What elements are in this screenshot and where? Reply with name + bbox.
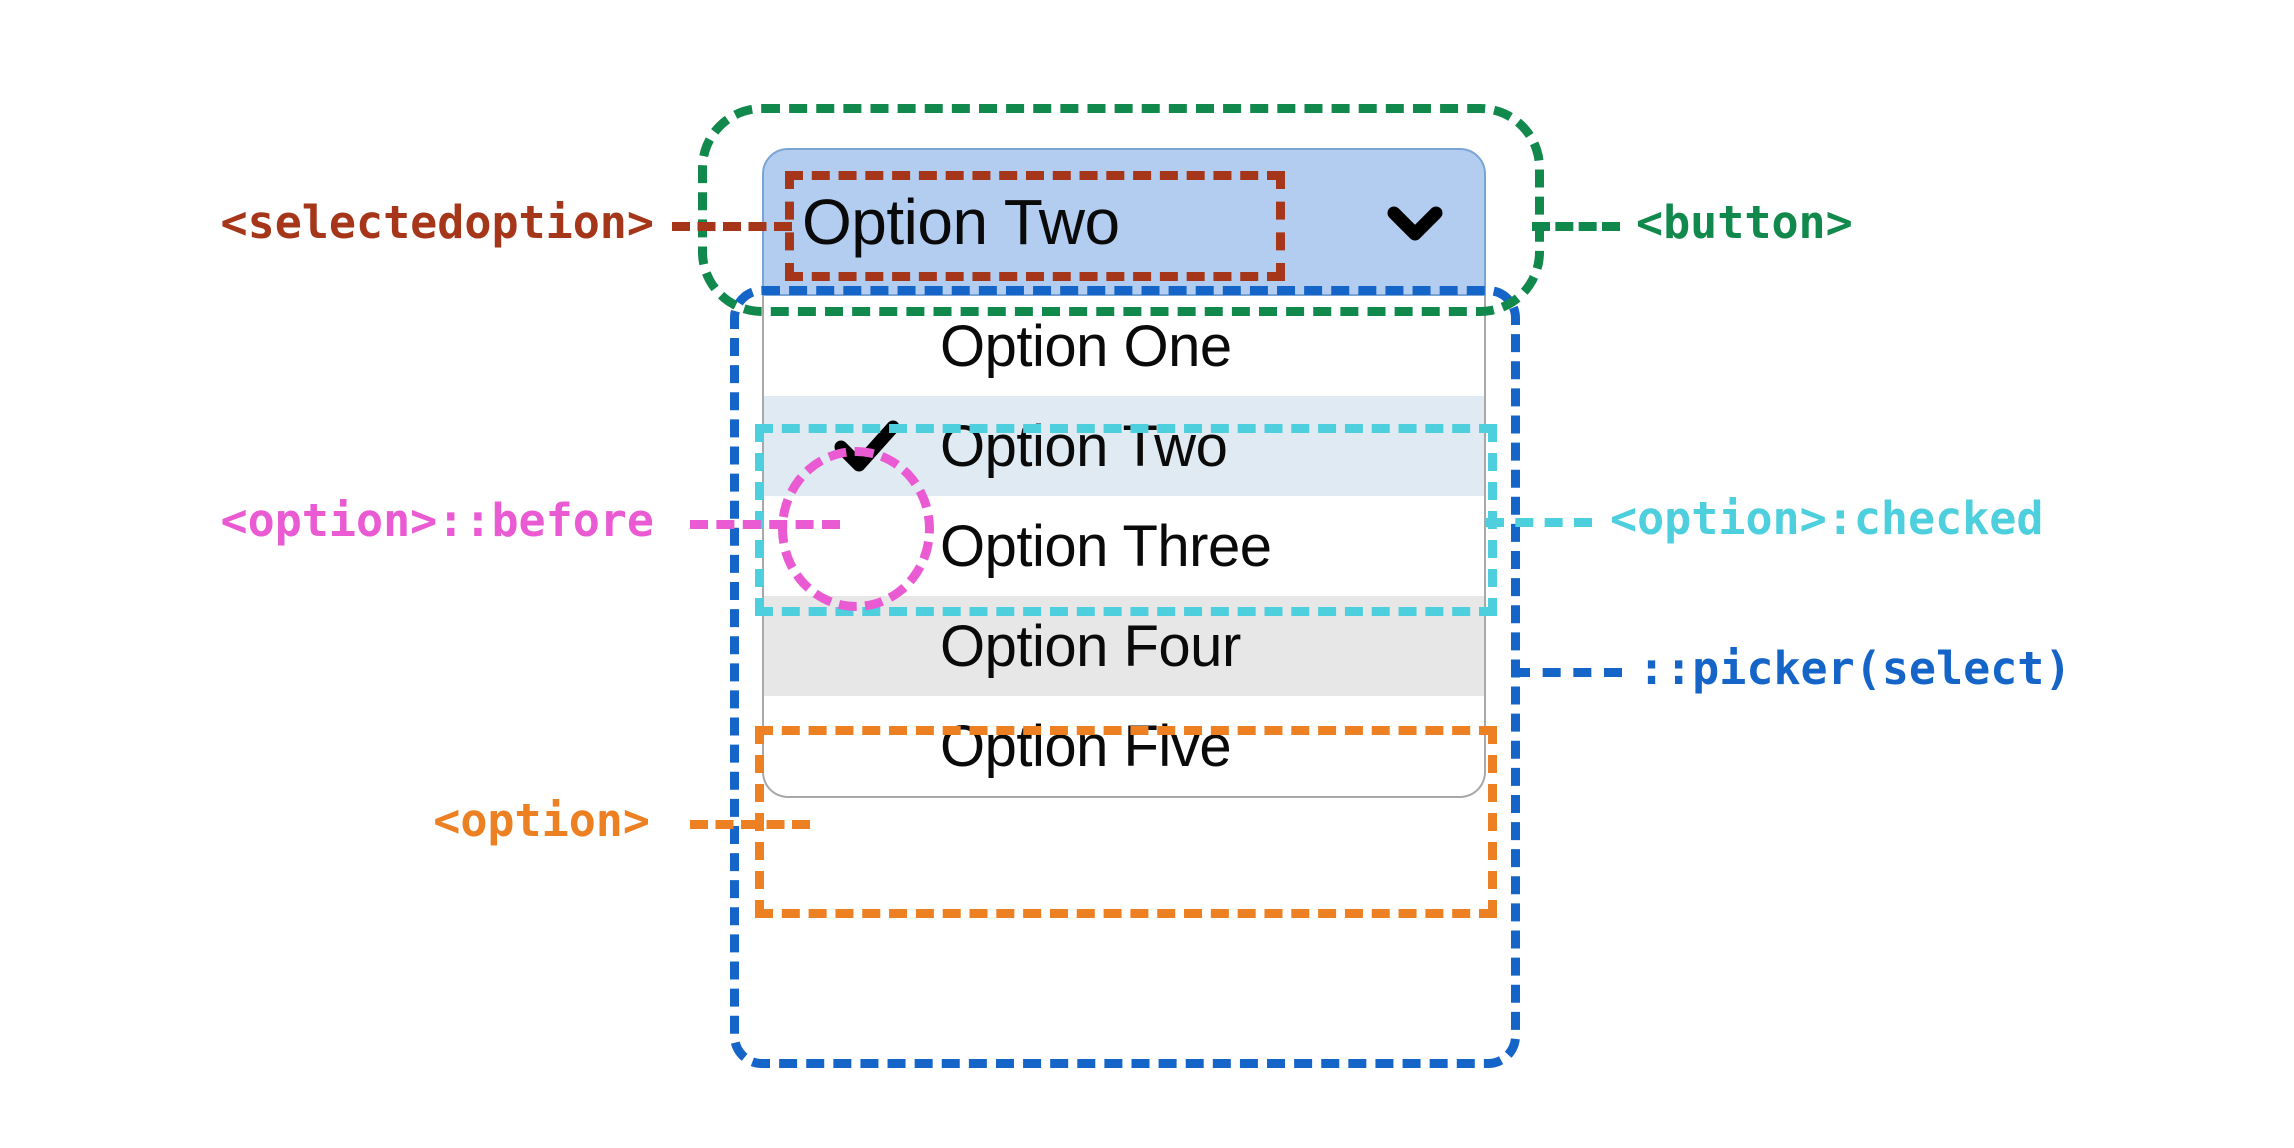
list-item-label: Option One [940, 313, 1232, 379]
selected-option-label: Option Two [802, 186, 1120, 258]
list-item[interactable]: Option Five [764, 696, 1484, 796]
annotation-button: <button> [1636, 196, 1853, 249]
list-item-label: Option Two [940, 413, 1228, 479]
annotation-option-checked: <option>:checked [1610, 492, 2044, 545]
list-item-label: Option Five [940, 713, 1232, 779]
list-item-label: Option Three [940, 513, 1272, 579]
chevron-down-icon [1380, 187, 1450, 257]
annotation-option: <option> [433, 794, 650, 847]
list-item-label: Option Four [940, 613, 1241, 679]
list-item-hovered[interactable]: Option Four [764, 596, 1484, 696]
annotation-option-before: <option>::before [220, 494, 654, 547]
annotation-picker-select: ::picker(select) [1638, 642, 2072, 695]
annotation-selectedoption: <selectedoption> [220, 196, 654, 249]
list-item[interactable]: Option One [764, 296, 1484, 396]
select-button[interactable]: Option Two [762, 148, 1486, 296]
list-item[interactable]: Option Three [764, 496, 1484, 596]
select-picker[interactable]: Option One Option Two Option Three Optio… [762, 296, 1486, 798]
list-item-checked[interactable]: Option Two [764, 396, 1484, 496]
customizable-select[interactable]: Option Two Option One Option Two [762, 148, 1486, 798]
leader-option-checked [1486, 518, 1592, 527]
leader-picker-select [1512, 668, 1622, 677]
leader-option [690, 820, 810, 829]
leader-button [1532, 222, 1620, 231]
check-icon [794, 409, 940, 483]
